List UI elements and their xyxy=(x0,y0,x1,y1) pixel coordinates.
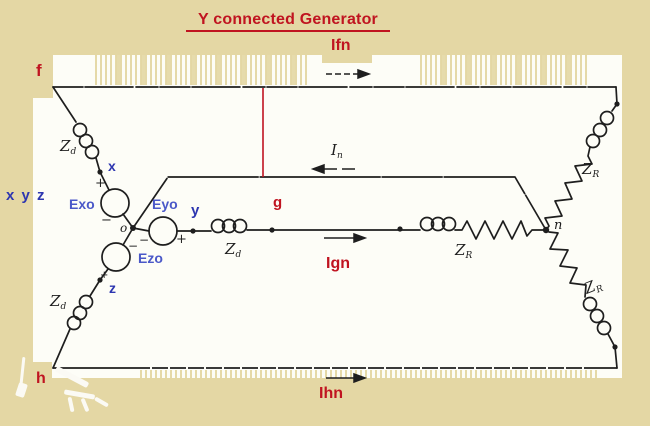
node-label-y: y xyxy=(191,202,200,219)
phase-set-label-xyz: x y z xyxy=(6,187,45,204)
node-label-x: x xyxy=(108,158,116,174)
node-label-g: g xyxy=(273,194,283,211)
node-label-f: f xyxy=(36,61,42,80)
polarity-plus-ezo: + xyxy=(100,270,109,281)
coil-zd-h-branch xyxy=(66,294,94,331)
coil-zr-mid-branch xyxy=(419,216,457,232)
impedance-label-zd-h: Zd xyxy=(50,294,66,312)
zd-symbol: Z xyxy=(60,137,71,155)
zr-symbol: Z xyxy=(455,241,466,259)
scan-stripes-top-right xyxy=(420,55,590,85)
polarity-plus-eyo: + xyxy=(176,232,187,247)
current-label-ihn: Ihn xyxy=(319,385,343,402)
zd-subscript: d xyxy=(70,147,77,157)
in-symbol: I xyxy=(331,141,337,159)
zr-subscript: R xyxy=(592,170,600,180)
scan-stripes-top-left xyxy=(95,55,310,85)
coil-zr-top-right xyxy=(585,110,615,149)
source-eyo-circle xyxy=(148,216,178,246)
source-label-eyo: Eyo xyxy=(152,196,178,212)
polarity-minus-ezo: − xyxy=(128,239,139,253)
junction-dots xyxy=(97,101,620,350)
wire-o-to-ezo xyxy=(122,227,134,246)
wire-topright-corner xyxy=(611,86,618,112)
diagram-paper xyxy=(33,55,622,378)
polarity-minus-exo: − xyxy=(101,213,112,228)
page-title: Y connected Generator xyxy=(186,12,390,32)
wire-coil-to-h xyxy=(52,328,71,369)
impedance-label-zd-mid: Zd xyxy=(225,242,241,260)
tan-patch-f xyxy=(33,55,53,98)
current-arrows xyxy=(310,68,372,384)
node-label-n: n xyxy=(554,218,563,233)
resistor-zr-top-right xyxy=(544,146,593,231)
zd-subscript: d xyxy=(235,250,242,260)
zd-symbol: Z xyxy=(50,292,61,310)
polarity-plus-exo: + xyxy=(95,176,106,191)
source-label-exo: Exo xyxy=(69,196,95,212)
source-ezo-circle xyxy=(101,242,131,272)
current-label-ifn: Ifn xyxy=(331,37,351,54)
current-label-in: In xyxy=(331,143,343,161)
in-subscript: n xyxy=(336,151,343,161)
node-label-z: z xyxy=(109,280,116,296)
current-label-ign: Ign xyxy=(326,255,350,272)
coil-zr-bottom-right xyxy=(582,296,612,336)
impedance-label-zr-mid: ZR xyxy=(455,243,472,261)
source-label-ezo: Ezo xyxy=(138,250,163,266)
coil-zd-f-branch xyxy=(72,122,100,160)
arrowhead-in xyxy=(310,163,325,175)
zd-subscript: d xyxy=(60,302,67,312)
polarity-minus-eyo: − xyxy=(139,233,150,247)
arrowhead-ifn xyxy=(357,68,372,80)
node-label-o: o xyxy=(120,221,128,235)
impedance-label-zr-top-right: ZR xyxy=(582,162,599,180)
tan-patch-h-corner xyxy=(33,362,52,378)
arrowhead-ihn xyxy=(353,372,368,384)
zd-symbol: Z xyxy=(225,240,236,258)
source-exo-circle xyxy=(100,188,130,218)
impedance-label-zd-f: Zd xyxy=(60,139,76,157)
node-label-h: h xyxy=(36,370,46,387)
arrowhead-ign xyxy=(353,232,368,244)
zr-symbol: Z xyxy=(582,160,593,178)
tan-patch-ifn xyxy=(322,36,372,63)
resistor-zr-mid xyxy=(454,220,547,240)
coil-zd-mid-branch xyxy=(210,218,248,234)
wire-f-to-coil xyxy=(52,86,77,123)
resistor-zr-bottom-right xyxy=(548,231,587,298)
scan-stripes-bottom xyxy=(140,370,600,378)
wire-bottomright-corner xyxy=(607,333,618,369)
inner-loop-wire xyxy=(132,176,547,231)
zr-subscript: R xyxy=(465,251,473,261)
